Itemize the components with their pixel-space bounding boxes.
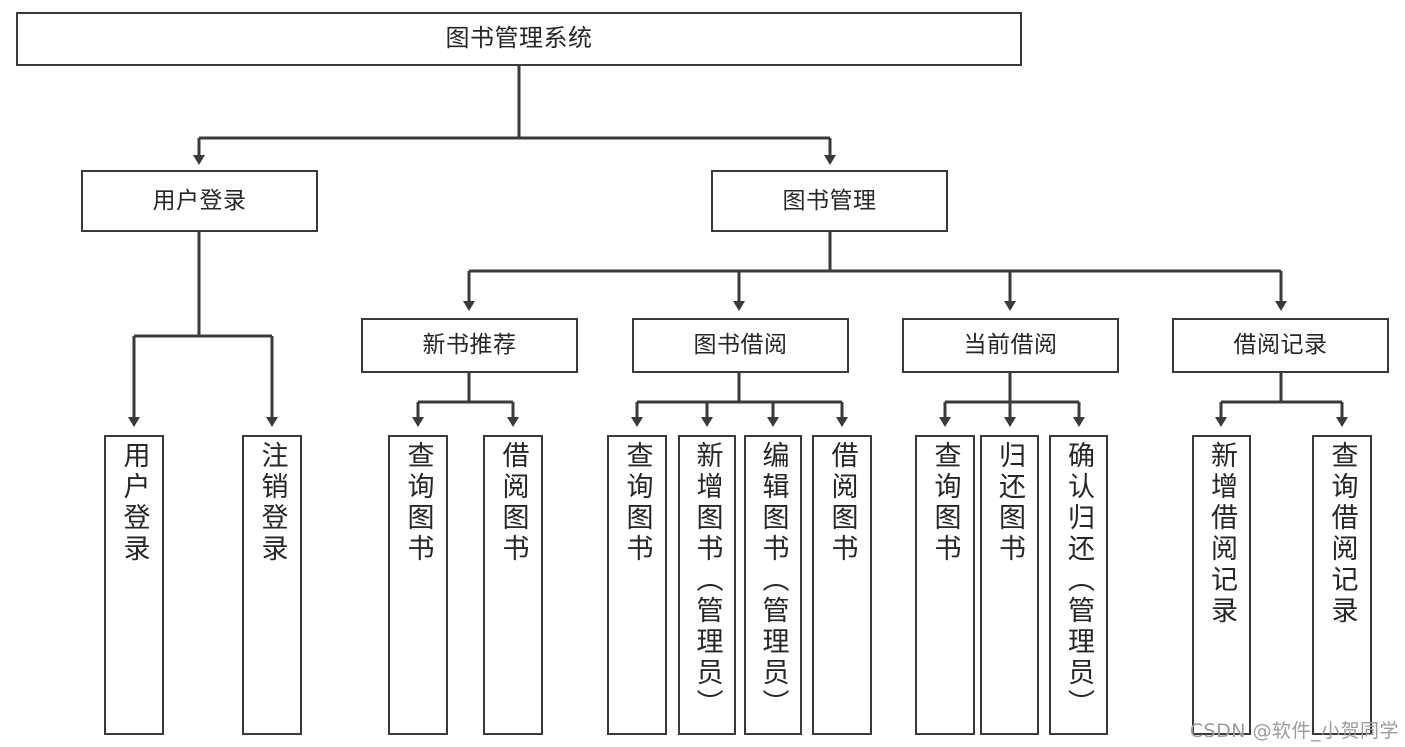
node-book-borrow[interactable]: 图书借阅 xyxy=(632,318,849,373)
node-new-book-recommend-label: 新书推荐 xyxy=(422,332,517,359)
node-root-label: 图书管理系统 xyxy=(445,24,593,53)
node-leaf-query-book-1[interactable]: 查询图书 xyxy=(388,435,448,735)
node-leaf-borrow-book-1-label: 借阅图书 xyxy=(497,441,529,565)
node-leaf-query-record-label: 查询借阅记录 xyxy=(1326,441,1358,627)
node-leaf-return-book[interactable]: 归还图书 xyxy=(980,435,1039,735)
node-new-book-recommend[interactable]: 新书推荐 xyxy=(361,318,578,373)
node-leaf-query-record[interactable]: 查询借阅记录 xyxy=(1312,435,1372,735)
node-leaf-query-book-2-label: 查询图书 xyxy=(621,441,653,565)
node-book-manage[interactable]: 图书管理 xyxy=(711,170,948,232)
node-leaf-user-login-label: 用户登录 xyxy=(118,441,150,565)
node-leaf-confirm-return-label: 确认归还（管理员） xyxy=(1063,441,1094,720)
node-leaf-confirm-return[interactable]: 确认归还（管理员） xyxy=(1049,435,1108,735)
node-current-borrow-label: 当前借阅 xyxy=(963,332,1058,359)
node-leaf-add-book[interactable]: 新增图书（管理员） xyxy=(678,435,736,735)
node-leaf-user-logout[interactable]: 注销登录 xyxy=(242,435,302,735)
node-leaf-edit-book-label: 编辑图书（管理员） xyxy=(757,441,789,720)
node-leaf-add-book-label: 新增图书（管理员） xyxy=(691,441,723,720)
node-leaf-query-book-3[interactable]: 查询图书 xyxy=(915,435,975,735)
node-book-manage-label: 图书管理 xyxy=(782,187,877,214)
node-user-login-label: 用户登录 xyxy=(152,187,247,214)
node-leaf-edit-book[interactable]: 编辑图书（管理员） xyxy=(744,435,802,735)
node-leaf-borrow-book-2-label: 借阅图书 xyxy=(826,441,858,565)
node-borrow-record-label: 借阅记录 xyxy=(1233,332,1328,359)
node-leaf-query-book-1-label: 查询图书 xyxy=(402,441,434,565)
node-leaf-add-record-label: 新增借阅记录 xyxy=(1206,441,1237,627)
node-leaf-borrow-book-2[interactable]: 借阅图书 xyxy=(812,435,872,735)
watermark-text: CSDN @软件_小贺同学 xyxy=(1189,720,1399,742)
node-leaf-return-book-label: 归还图书 xyxy=(994,441,1025,565)
node-leaf-user-login[interactable]: 用户登录 xyxy=(104,435,164,735)
node-leaf-user-logout-label: 注销登录 xyxy=(256,441,288,565)
node-leaf-query-book-2[interactable]: 查询图书 xyxy=(607,435,667,735)
node-book-borrow-label: 图书借阅 xyxy=(693,332,788,359)
node-leaf-borrow-book-1[interactable]: 借阅图书 xyxy=(483,435,543,735)
node-root[interactable]: 图书管理系统 xyxy=(16,12,1022,66)
node-borrow-record[interactable]: 借阅记录 xyxy=(1172,318,1389,373)
node-user-login[interactable]: 用户登录 xyxy=(81,170,318,232)
node-current-borrow[interactable]: 当前借阅 xyxy=(902,318,1119,373)
node-leaf-add-record[interactable]: 新增借阅记录 xyxy=(1192,435,1251,735)
node-leaf-query-book-3-label: 查询图书 xyxy=(929,441,961,565)
